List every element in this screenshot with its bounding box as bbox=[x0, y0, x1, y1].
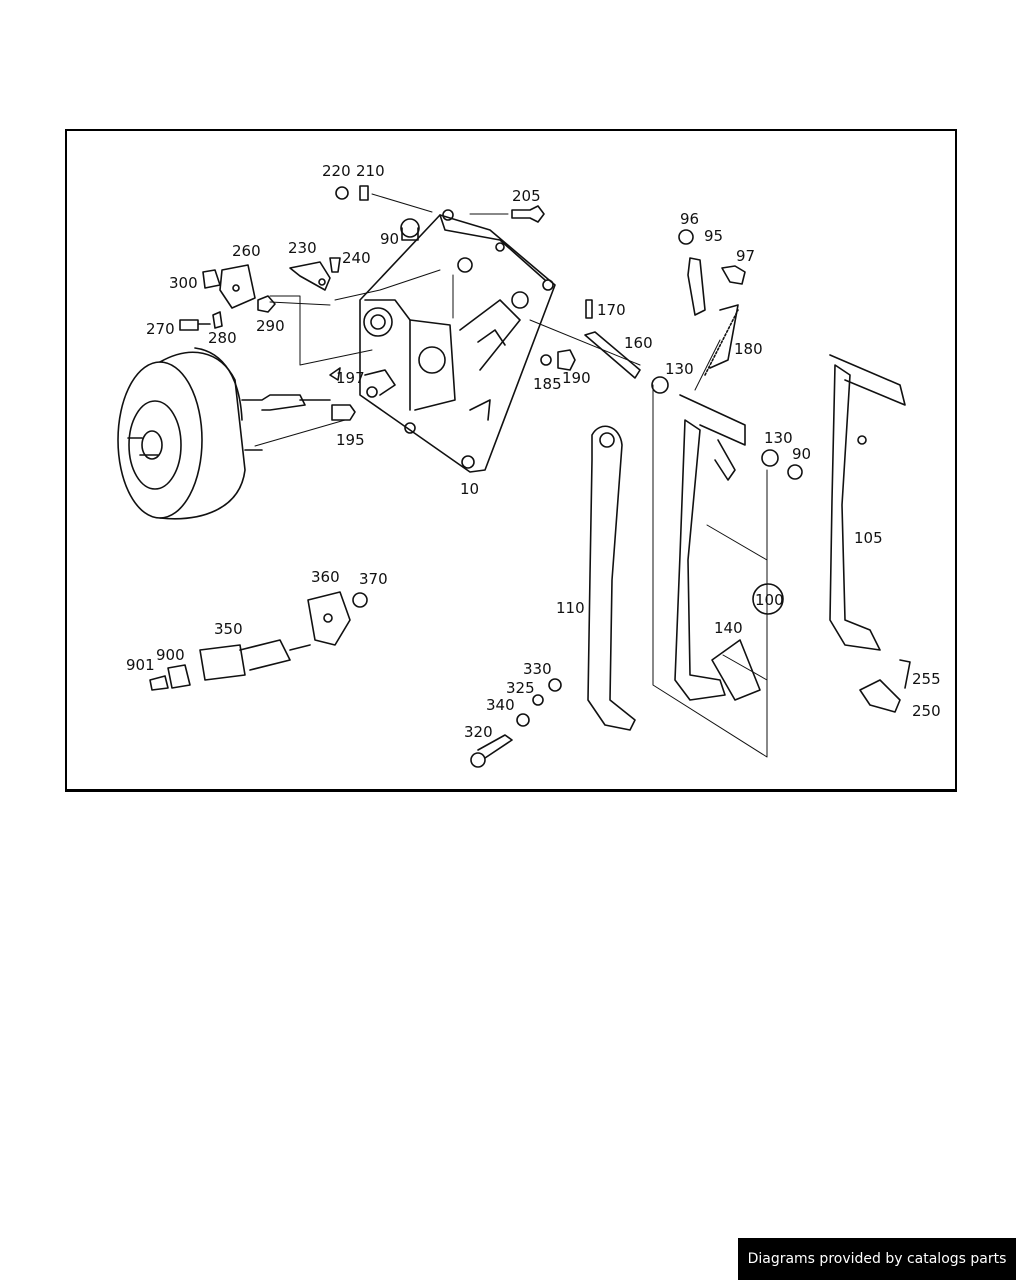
label-180: 180 bbox=[734, 340, 763, 358]
label-250: 250 bbox=[912, 702, 941, 720]
pedal-105 bbox=[829, 354, 906, 651]
label-160: 160 bbox=[624, 334, 653, 352]
label-96: 96 bbox=[680, 210, 699, 228]
label-255: 255 bbox=[912, 670, 941, 688]
label-190: 190 bbox=[562, 369, 591, 387]
label-100: 100 bbox=[755, 591, 784, 609]
part-labels: 10 90 90 95 96 97 100 105 110 130 130 14… bbox=[126, 162, 941, 741]
label-195: 195 bbox=[336, 431, 365, 449]
label-280: 280 bbox=[208, 329, 237, 347]
leader-lines bbox=[254, 193, 768, 758]
label-230: 230 bbox=[288, 239, 317, 257]
label-185: 185 bbox=[533, 375, 562, 393]
label-220: 220 bbox=[322, 162, 351, 180]
brake-booster bbox=[117, 347, 331, 520]
label-95: 95 bbox=[704, 227, 723, 245]
label-90-upper: 90 bbox=[380, 230, 399, 248]
hardware bbox=[149, 185, 911, 768]
label-300: 300 bbox=[169, 274, 198, 292]
label-140: 140 bbox=[714, 619, 743, 637]
label-97: 97 bbox=[736, 247, 755, 265]
label-105: 105 bbox=[854, 529, 883, 547]
credit-banner: Diagrams provided by catalogs parts bbox=[738, 1238, 1016, 1280]
label-90-right: 90 bbox=[792, 445, 811, 463]
label-350: 350 bbox=[214, 620, 243, 638]
label-270: 270 bbox=[146, 320, 175, 338]
pedal-box-housing bbox=[359, 209, 556, 473]
label-240: 240 bbox=[342, 249, 371, 267]
label-170: 170 bbox=[597, 301, 626, 319]
label-210: 210 bbox=[356, 162, 385, 180]
pedal-110 bbox=[587, 425, 636, 731]
label-360: 360 bbox=[311, 568, 340, 586]
label-110: 110 bbox=[556, 599, 585, 617]
label-10: 10 bbox=[460, 480, 479, 498]
label-130-right: 130 bbox=[764, 429, 793, 447]
label-205: 205 bbox=[512, 187, 541, 205]
label-325: 325 bbox=[506, 679, 535, 697]
label-260: 260 bbox=[232, 242, 261, 260]
label-130-left: 130 bbox=[665, 360, 694, 378]
label-901: 901 bbox=[126, 656, 155, 674]
label-370: 370 bbox=[359, 570, 388, 588]
diagram-frame bbox=[65, 129, 957, 792]
label-290: 290 bbox=[256, 317, 285, 335]
label-900: 900 bbox=[156, 646, 185, 664]
pedal-100 bbox=[674, 394, 746, 701]
label-197: 197 bbox=[336, 369, 365, 387]
label-330: 330 bbox=[523, 660, 552, 678]
label-340: 340 bbox=[486, 696, 515, 714]
label-320: 320 bbox=[464, 723, 493, 741]
